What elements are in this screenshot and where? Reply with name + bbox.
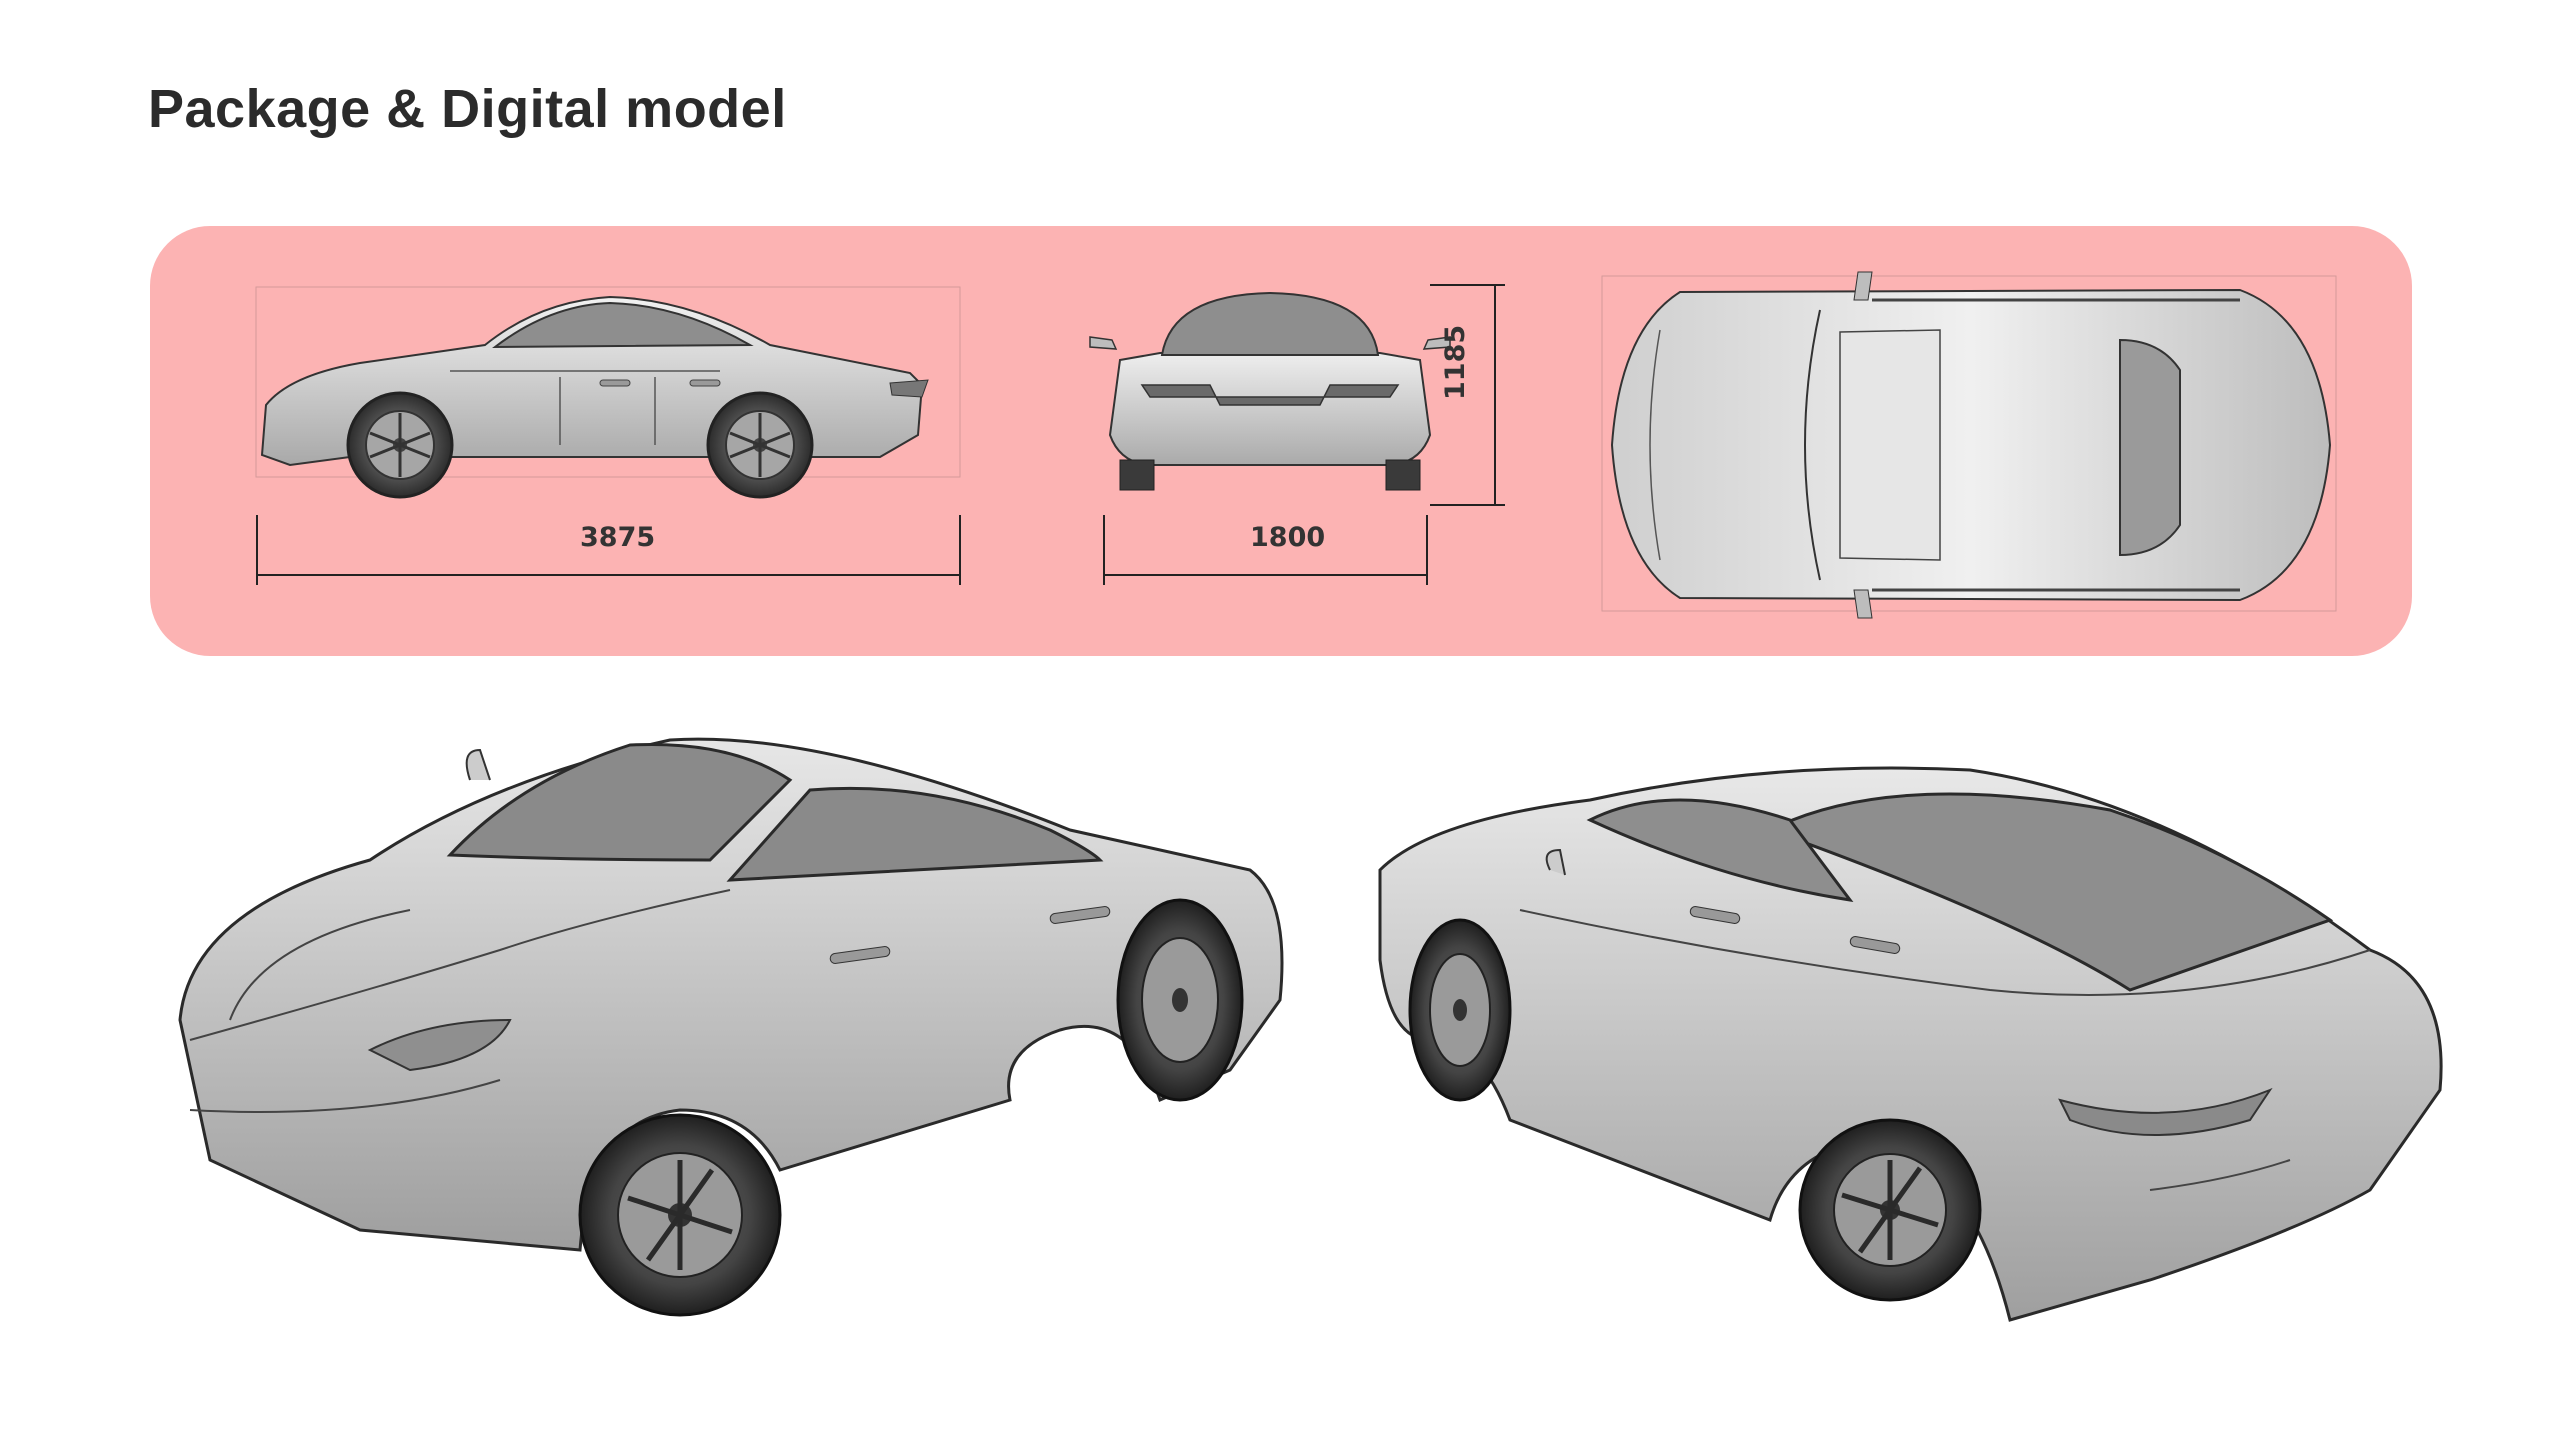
length-dimension: 3875 (580, 522, 656, 553)
top-rear-window (2119, 338, 2181, 557)
top-roof-glass (1839, 329, 1941, 561)
persp1-side-window (726, 786, 1104, 882)
side-view-drawing (255, 286, 961, 585)
persp1-windshield (446, 742, 793, 862)
side-window (492, 301, 754, 349)
width-dimension: 1800 (1250, 522, 1326, 553)
height-dimension: 1185 (1440, 324, 1471, 400)
persp2-side-window (1586, 798, 1854, 903)
rear-window (1160, 291, 1380, 356)
rear-three-quarter-view (1378, 766, 2443, 1322)
persp2-rear-window (1766, 792, 2334, 992)
front-three-quarter-view (178, 737, 1284, 1317)
page-title: Package & Digital model (148, 79, 787, 139)
rear-body (1108, 352, 1432, 466)
rear-view-drawing (1089, 284, 1505, 585)
top-view-drawing (1601, 271, 2337, 619)
top-body (1610, 288, 2332, 602)
persp1-body (178, 737, 1284, 1252)
